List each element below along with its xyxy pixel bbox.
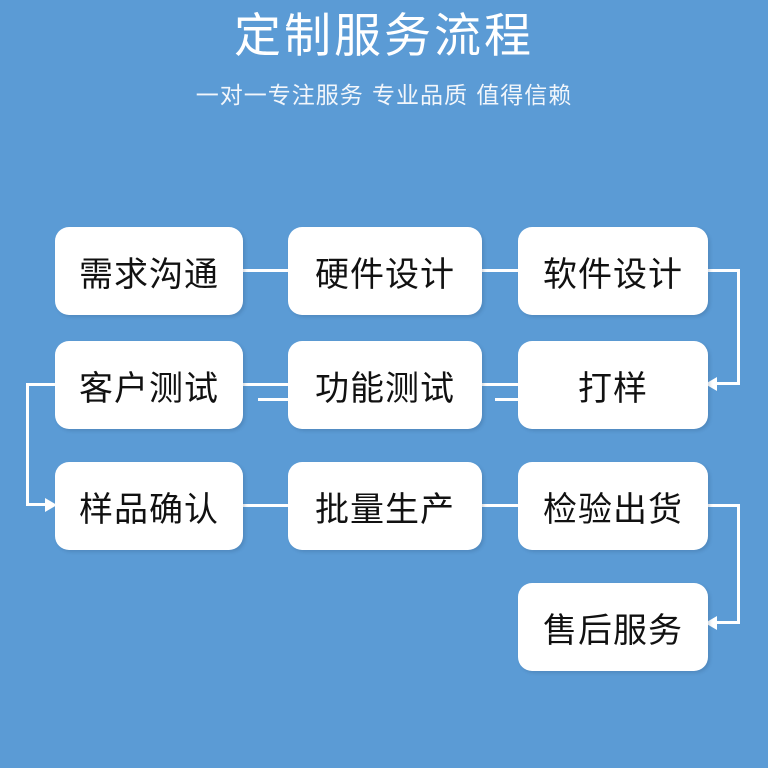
flow-box-function-test[interactable]: 功能测试 <box>288 341 482 429</box>
connector-sample-to-function-test-lower <box>495 398 519 401</box>
arrowhead-into-after-sales <box>705 616 717 630</box>
page-title: 定制服务流程 <box>234 9 534 64</box>
connector-hardware-to-software <box>482 269 518 272</box>
connector-function-test-to-client-test-lower <box>258 398 289 401</box>
flow-box-label: 硬件设计 <box>315 254 455 295</box>
flow-box-prototype-sample[interactable]: 打样 <box>518 341 708 429</box>
flow-box-client-test[interactable]: 客户测试 <box>55 341 243 429</box>
flow-box-demand-communication[interactable]: 需求沟通 <box>55 227 243 315</box>
flow-box-label: 打样 <box>578 368 648 409</box>
flow-box-software-design[interactable]: 软件设计 <box>518 227 708 315</box>
connector-mass-production-to-inspection <box>482 504 518 507</box>
page-subtitle: 一对一专注服务 专业品质 值得信赖 <box>195 83 573 110</box>
connector-inspection-to-after-sales-seg-left <box>716 621 740 624</box>
flow-box-label: 软件设计 <box>543 254 683 295</box>
flow-box-label: 批量生产 <box>315 489 455 530</box>
flow-box-label: 功能测试 <box>315 368 455 409</box>
arrowhead-into-sample <box>705 377 717 391</box>
connector-software-to-sample-seg-left <box>716 382 740 385</box>
flow-box-label: 客户测试 <box>79 368 219 409</box>
connector-demand-to-hardware <box>243 269 288 272</box>
connector-client-test-to-sample-confirm-seg-down <box>26 383 29 505</box>
connector-client-test-to-sample-confirm-seg-right <box>26 503 46 506</box>
arrowhead-into-sample-confirm <box>45 498 57 512</box>
connector-sample-to-function-test <box>482 383 518 386</box>
flow-box-inspection-shipment[interactable]: 检验出货 <box>518 462 708 550</box>
flow-box-label: 检验出货 <box>543 489 683 530</box>
poster-header: 定制服务流程 一对一专注服务 专业品质 值得信赖 <box>0 0 768 110</box>
connector-function-test-to-client-test <box>243 383 288 386</box>
connector-client-test-to-sample-confirm-seg-left <box>26 383 56 386</box>
flow-box-label: 需求沟通 <box>79 254 219 295</box>
connector-inspection-to-after-sales-seg-down <box>737 504 740 624</box>
connector-inspection-to-after-sales-seg-right <box>708 504 740 507</box>
connector-software-to-sample-seg-down <box>737 269 740 385</box>
connector-software-to-sample-seg-right <box>708 269 740 272</box>
connector-sample-confirm-to-mass-production <box>243 504 288 507</box>
flow-box-after-sales-service[interactable]: 售后服务 <box>518 583 708 671</box>
flow-box-label: 样品确认 <box>79 489 219 530</box>
flow-box-sample-confirmation[interactable]: 样品确认 <box>55 462 243 550</box>
flow-box-label: 售后服务 <box>543 610 683 651</box>
flow-box-hardware-design[interactable]: 硬件设计 <box>288 227 482 315</box>
flow-box-mass-production[interactable]: 批量生产 <box>288 462 482 550</box>
